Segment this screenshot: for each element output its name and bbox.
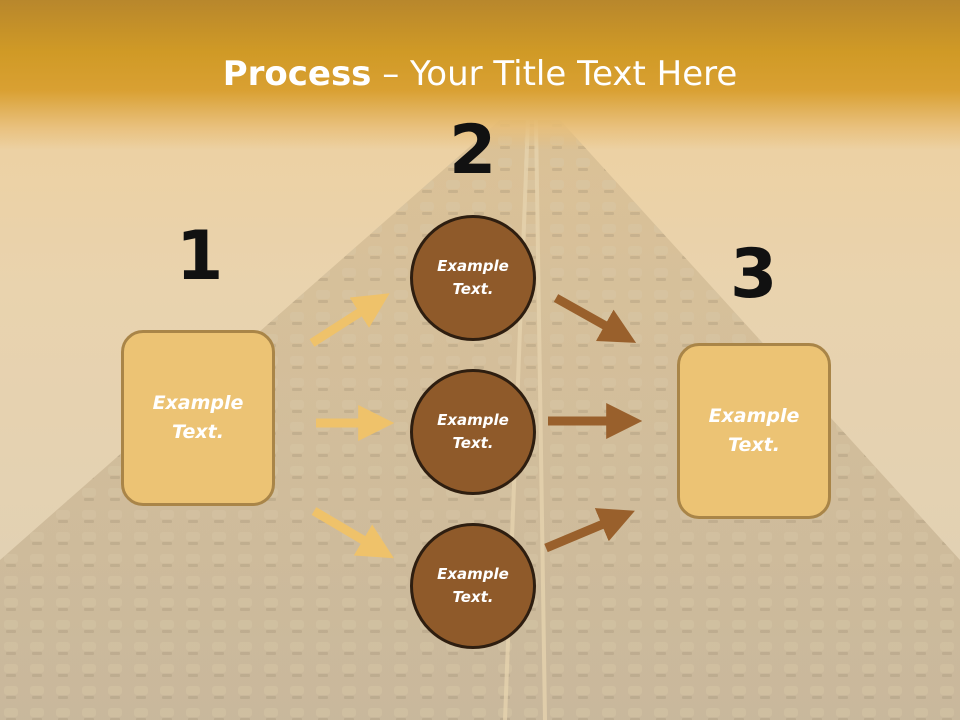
circle-bottom-text: Example Text. <box>437 565 509 606</box>
step-number-1: 1 <box>176 217 224 296</box>
circle-middle-text: Example Text. <box>437 411 509 452</box>
circle-top-text: Example Text. <box>437 257 509 298</box>
right-box-text: Example Text. <box>708 405 800 456</box>
step-number-3: 3 <box>730 235 778 314</box>
circle-middle: Example Text. <box>410 369 536 495</box>
title-banner <box>0 0 960 150</box>
circle-top: Example Text. <box>410 215 536 341</box>
step-number-2: 2 <box>449 111 497 190</box>
slide-title: Process – Your Title Text Here <box>0 52 960 96</box>
right-text-box: Example Text. <box>677 343 831 519</box>
circle-bottom: Example Text. <box>410 523 536 649</box>
title-rest: – Your Title Text Here <box>371 54 738 94</box>
left-text-box: Example Text. <box>121 330 275 506</box>
title-bold: Process <box>222 54 372 94</box>
left-box-text: Example Text. <box>152 392 244 443</box>
